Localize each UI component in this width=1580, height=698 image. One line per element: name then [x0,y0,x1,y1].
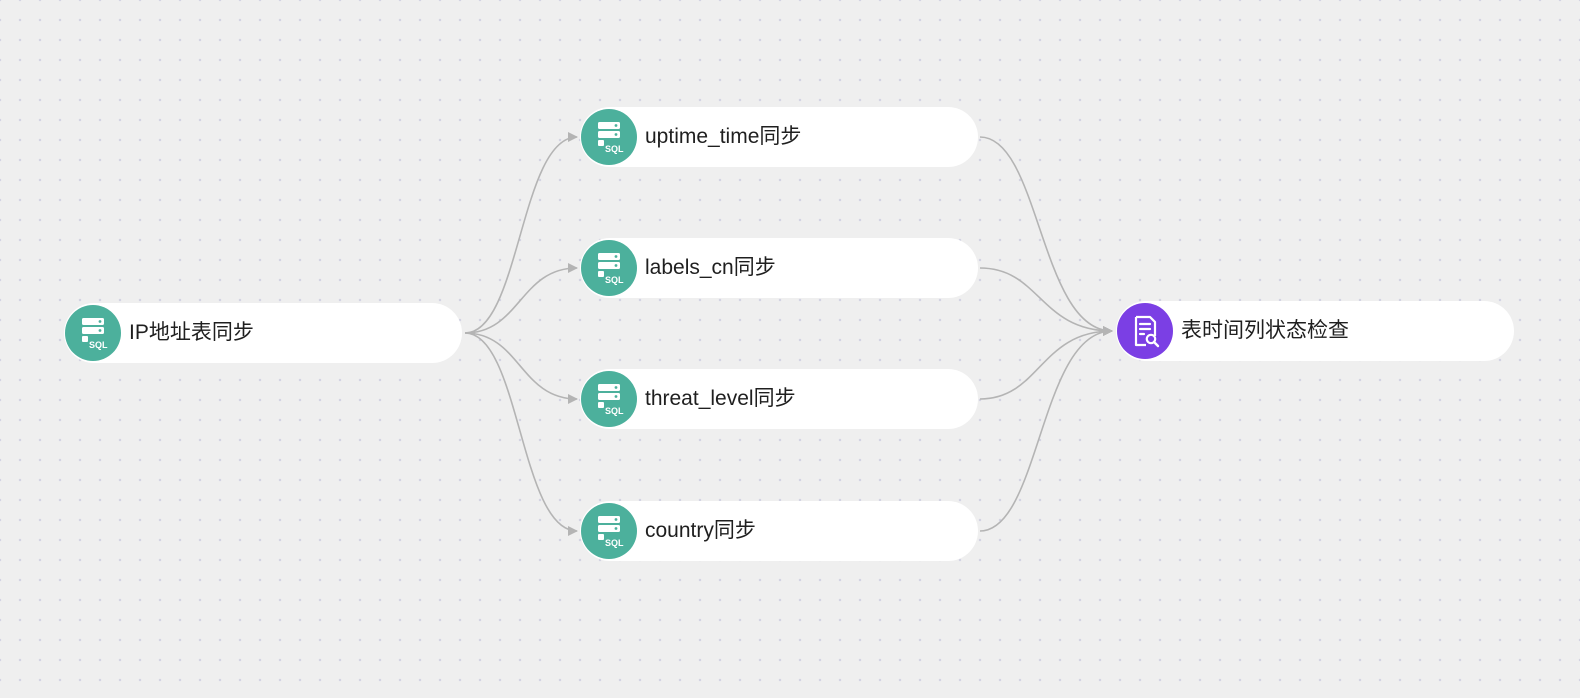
edge-labels-to-check [979,267,1113,336]
node-label: labels_cn同步 [645,256,776,279]
node-country-sync[interactable]: SQL country同步 [580,501,978,561]
node-label: IP地址表同步 [129,321,254,344]
svg-text:SQL: SQL [605,406,624,416]
node-label: 表时间列状态检查 [1181,319,1349,342]
edge-threat-to-check [979,326,1113,400]
svg-text:SQL: SQL [605,144,624,154]
sql-database-icon: SQL [581,109,637,165]
node-label: threat_level同步 [645,387,796,410]
svg-text:SQL: SQL [605,538,624,548]
edge-ip-to-country [464,332,578,536]
sql-database-icon: SQL [581,371,637,427]
node-threat-sync[interactable]: SQL threat_level同步 [580,369,978,429]
sql-database-icon: SQL [581,503,637,559]
node-label: country同步 [645,519,756,542]
edge-ip-to-uptime [464,132,578,334]
svg-text:SQL: SQL [89,340,108,350]
edge-ip-to-threat [464,332,578,404]
node-uptime-sync[interactable]: SQL uptime_time同步 [580,107,978,167]
edge-uptime-to-check [979,136,1113,336]
edge-country-to-check [979,326,1113,532]
node-labels-sync[interactable]: SQL labels_cn同步 [580,238,978,298]
sql-database-icon: SQL [581,240,637,296]
edge-ip-to-labels [464,263,578,334]
svg-text:SQL: SQL [605,275,624,285]
node-label: uptime_time同步 [645,125,802,148]
sql-database-icon: SQL [65,305,121,361]
node-status-check[interactable]: 表时间列状态检查 [1116,301,1514,361]
document-search-icon [1117,303,1173,359]
node-ip-sync[interactable]: SQL IP地址表同步 [64,303,462,363]
